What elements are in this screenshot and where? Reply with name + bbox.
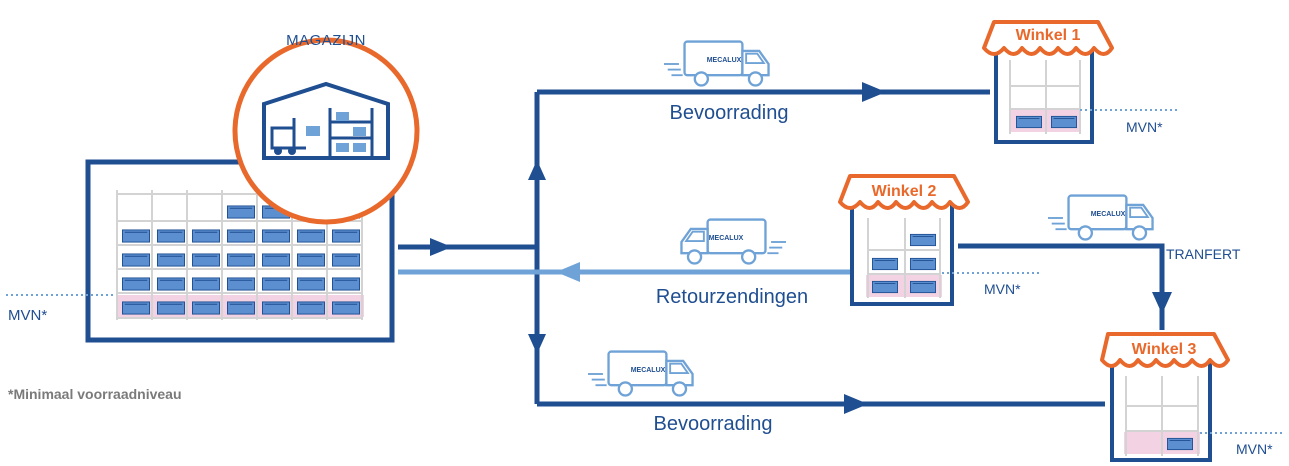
flow-lines	[398, 82, 1172, 414]
supply-bottom-label: Bevoorrading	[654, 413, 773, 435]
store-1-mvn-label: MVN*	[1126, 119, 1163, 135]
truck-top: MECALUX	[664, 40, 770, 87]
supply-top-arrowhead	[862, 82, 886, 102]
truck-transfer-brand: MECALUX	[1091, 211, 1126, 218]
store-3: Winkel 3 MVN*	[1100, 332, 1285, 462]
returns-arrowhead	[556, 262, 580, 282]
store-2-mvn-label: MVN*	[984, 281, 1021, 297]
warehouse-outflow-arrowhead	[430, 238, 452, 256]
store-2: Winkel 2 MVN*	[838, 174, 1040, 306]
warehouse-icon	[262, 81, 390, 160]
store-3-mvn-label: MVN*	[1236, 441, 1273, 457]
trunk-up-arrowhead	[528, 160, 546, 180]
store-3-name: Winkel 3	[1132, 341, 1197, 358]
store-1-name: Winkel 1	[1016, 27, 1081, 44]
footnote: *Minimaal voorraadniveau	[8, 386, 182, 402]
warehouse-mvn-label: MVN*	[8, 307, 47, 324]
truck-bottom: MECALUX	[588, 350, 694, 397]
supply-top-label: Bevoorrading	[670, 102, 789, 124]
truck-transfer: MECALUX	[1048, 194, 1154, 241]
truck-bottom-brand: MECALUX	[631, 367, 666, 374]
truck-returns: MECALUX	[680, 218, 786, 265]
store-2-name: Winkel 2	[872, 183, 937, 200]
warehouse-title: MAGAZIJN	[286, 32, 366, 49]
trunk-down-arrowhead	[528, 334, 546, 354]
returns-label: Retourzendingen	[656, 286, 808, 308]
transfer-arrowhead	[1152, 292, 1172, 314]
truck-top-brand: MECALUX	[707, 57, 742, 64]
transfer-label: TRANFERT	[1166, 246, 1241, 262]
store-1: Winkel 1 MVN*	[982, 20, 1180, 144]
warehouse: MVN* MAGAZIJN	[6, 32, 420, 343]
truck-returns-brand: MECALUX	[709, 235, 744, 242]
supply-bottom-arrowhead	[844, 394, 868, 414]
